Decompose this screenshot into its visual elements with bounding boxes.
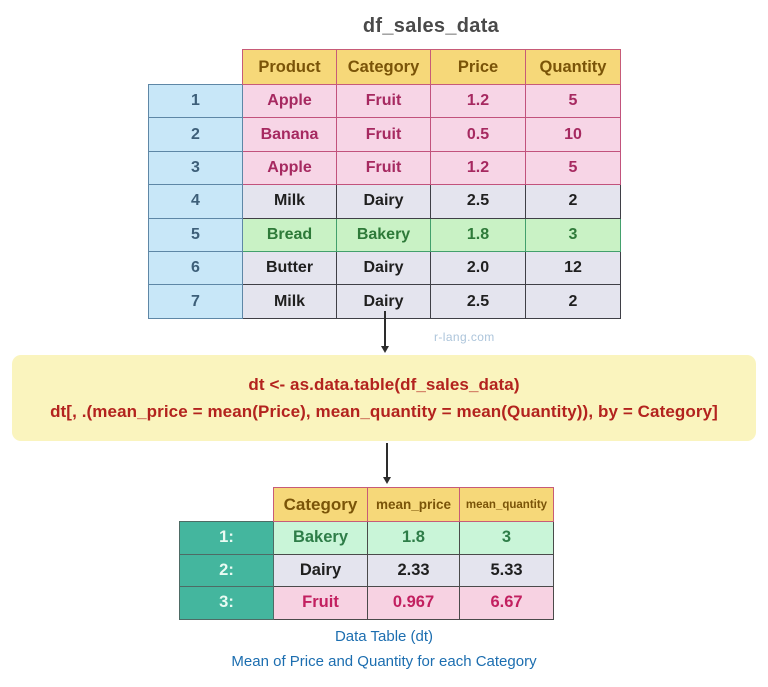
cell-price: 1.2 [430, 83, 526, 119]
table-row: 6 Butter Dairy 2.0 12 [148, 250, 621, 286]
code-line-1: dt <- as.data.table(df_sales_data) [248, 374, 520, 394]
cell-mean-quantity: 3 [459, 521, 554, 555]
cell-price: 0.5 [430, 117, 526, 152]
row-index: 3 [148, 150, 243, 186]
table-row: 5 Bread Bakery 1.8 3 [148, 217, 621, 252]
table-row: 2: Dairy 2.33 5.33 [179, 553, 554, 587]
table-row: 3: Fruit 0.967 6.67 [179, 586, 554, 620]
column-header-mean-price: mean_price [367, 487, 460, 522]
column-header-mean-quantity: mean_quantity [459, 487, 554, 522]
row-index: 6 [148, 250, 243, 286]
table-row: 3 Apple Fruit 1.2 5 [148, 150, 621, 186]
row-index: 2 [148, 117, 243, 152]
cell-quantity: 2 [525, 184, 621, 219]
code-line-2: dt[, .(mean_price = mean(Price), mean_qu… [50, 401, 718, 421]
column-header-quantity: Quantity [525, 49, 621, 85]
table-row: 1 Apple Fruit 1.2 5 [148, 83, 621, 119]
source-table: Product Category Price Quantity 1 Apple … [148, 49, 621, 319]
column-header-product: Product [242, 49, 337, 85]
corner-blank-cell [149, 50, 243, 85]
cell-category: Bakery [336, 217, 431, 252]
cell-product: Butter [242, 250, 337, 286]
cell-price: 1.2 [430, 150, 526, 186]
row-index: 1 [148, 83, 243, 119]
result-caption-title: Data Table (dt) [334, 628, 434, 645]
column-header-price: Price [430, 49, 526, 85]
cell-price: 2.5 [430, 284, 526, 319]
cell-mean-price: 0.967 [367, 586, 460, 620]
cell-mean-quantity: 5.33 [459, 553, 554, 587]
cell-category: Fruit [336, 83, 431, 119]
cell-mean-price: 2.33 [367, 553, 460, 587]
cell-quantity: 5 [525, 83, 621, 119]
cell-category: Dairy [336, 184, 431, 219]
result-table: Category mean_price mean_quantity 1: Bak… [179, 487, 554, 620]
cell-product: Milk [242, 184, 337, 219]
cell-category: Fruit [336, 117, 431, 152]
cell-quantity: 5 [525, 150, 621, 186]
cell-category: Dairy [336, 250, 431, 286]
cell-product: Bread [242, 217, 337, 252]
column-header-category: Category [336, 49, 431, 85]
source-table-header-row: Product Category Price Quantity [149, 49, 621, 85]
cell-quantity: 12 [525, 250, 621, 286]
table-row: 4 Milk Dairy 2.5 2 [148, 184, 621, 219]
row-index: 7 [148, 284, 243, 319]
row-index: 4 [148, 184, 243, 219]
row-index: 5 [148, 217, 243, 252]
column-header-category: Category [273, 487, 368, 522]
cell-category: Fruit [336, 150, 431, 186]
cell-quantity: 2 [525, 284, 621, 319]
result-caption-subtitle: Mean of Price and Quantity for each Cate… [231, 653, 537, 670]
cell-mean-quantity: 6.67 [459, 586, 554, 620]
result-table-header-row: Category mean_price mean_quantity [180, 487, 554, 522]
row-index: 3: [179, 586, 274, 620]
cell-product: Apple [242, 83, 337, 119]
cell-quantity: 3 [525, 217, 621, 252]
flow-arrow-down-1 [384, 311, 386, 351]
cell-quantity: 10 [525, 117, 621, 152]
cell-category: Bakery [273, 521, 368, 555]
row-index: 2: [179, 553, 274, 587]
table-row: 2 Banana Fruit 0.5 10 [148, 117, 621, 152]
row-index: 1: [179, 521, 274, 555]
flow-arrow-down-2 [386, 443, 388, 482]
cell-product: Banana [242, 117, 337, 152]
corner-blank-cell [180, 488, 274, 522]
watermark-text: r-lang.com [434, 330, 495, 344]
cell-price: 2.0 [430, 250, 526, 286]
cell-mean-price: 1.8 [367, 521, 460, 555]
page-title: df_sales_data [362, 15, 500, 37]
cell-product: Apple [242, 150, 337, 186]
cell-price: 1.8 [430, 217, 526, 252]
cell-category: Dairy [273, 553, 368, 587]
code-box: dt <- as.data.table(df_sales_data) dt[, … [12, 355, 756, 441]
table-row: 1: Bakery 1.8 3 [179, 521, 554, 555]
cell-product: Milk [242, 284, 337, 319]
cell-price: 2.5 [430, 184, 526, 219]
cell-category: Fruit [273, 586, 368, 620]
